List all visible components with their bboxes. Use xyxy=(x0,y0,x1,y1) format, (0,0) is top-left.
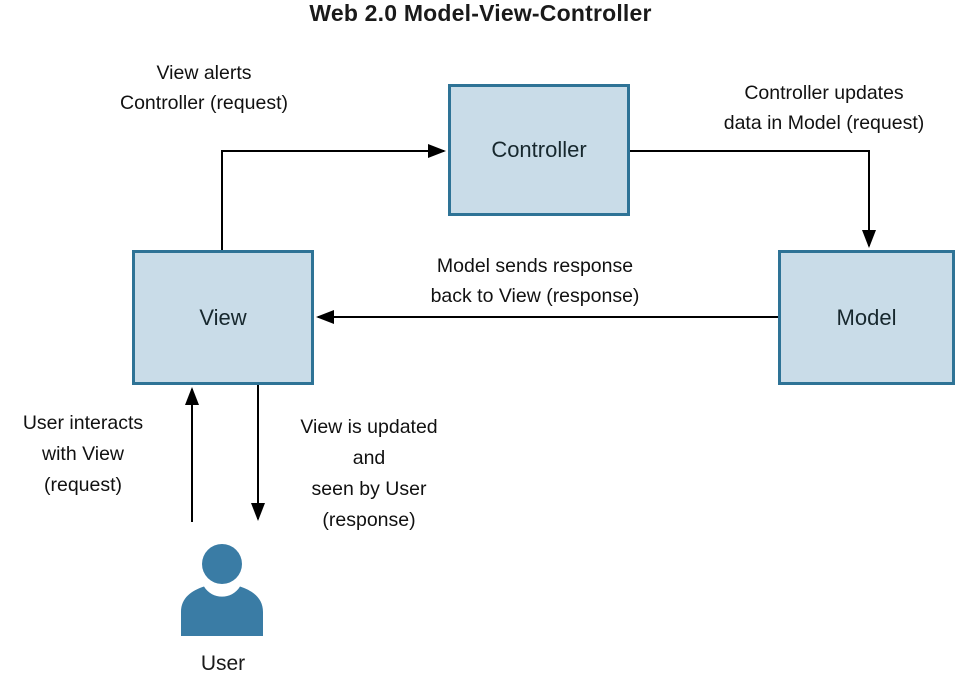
user-icon xyxy=(181,544,263,636)
controller-label: Controller xyxy=(491,137,587,162)
diagram-title: Web 2.0 Model-View-Controller xyxy=(309,0,652,26)
model-box: Model xyxy=(778,250,955,385)
model-label: Model xyxy=(836,304,897,330)
arrow-controller-to-model xyxy=(630,150,876,248)
edge-label-line: (response) xyxy=(322,509,416,531)
view-label: View xyxy=(199,304,247,330)
edge-label-line: Model sends response xyxy=(436,255,634,277)
edge-label-controller-updates-model: Controller updates data in Model (reques… xyxy=(678,78,961,138)
edge-label-view-updated-user: View is updated and seen by User (respon… xyxy=(276,412,462,536)
edge-label-line: with View xyxy=(41,443,124,465)
edge-label-line: data in Model (request) xyxy=(723,112,925,134)
edge-label-line: View alerts xyxy=(156,62,252,84)
edge-label-model-sends-response: Model sends response back to View (respo… xyxy=(388,251,682,311)
edge-label-line: and xyxy=(352,447,386,469)
arrow-view-to-controller xyxy=(221,144,446,250)
edge-label-view-alerts-controller: View alerts Controller (request) xyxy=(58,58,350,118)
user-label: User xyxy=(200,652,246,675)
edge-label-user-interacts-view: User interacts with View (request) xyxy=(0,408,166,501)
edge-label-line: View is updated xyxy=(300,416,438,438)
controller-box: Controller xyxy=(448,84,630,216)
edge-label-line: seen by User xyxy=(311,478,427,500)
edge-label-line: User interacts xyxy=(22,412,144,434)
view-box: View xyxy=(132,250,314,385)
edge-label-line: Controller (request) xyxy=(120,92,288,114)
edge-label-line: back to View (response) xyxy=(430,285,640,307)
edge-label-line: Controller updates xyxy=(744,82,904,104)
edge-label-line: (request) xyxy=(43,474,123,496)
